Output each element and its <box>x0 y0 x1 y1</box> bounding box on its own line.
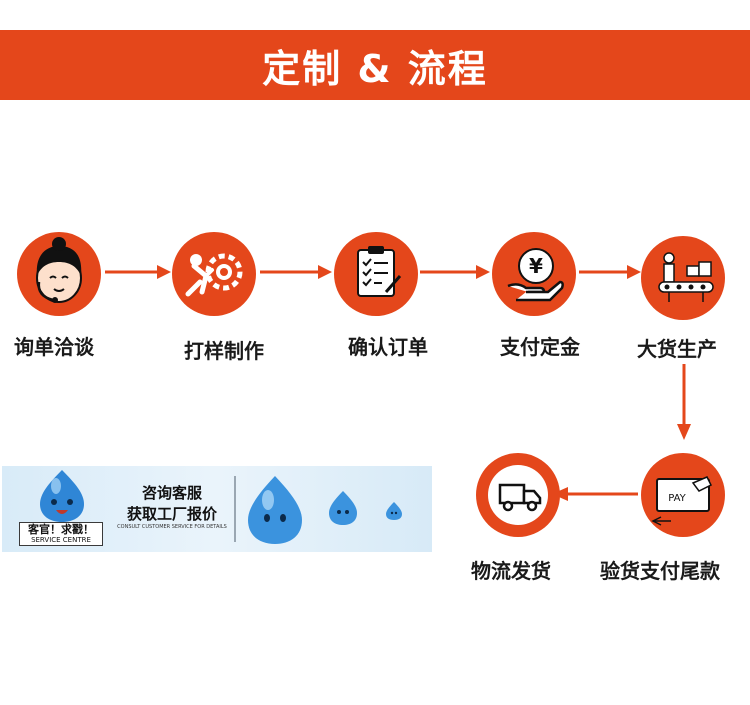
service-line-consult: 咨询客服 <box>141 484 202 502</box>
customer-service-banner[interactable]: 客官！求戳！ SERVICE CENTRE 咨询客服 获取工厂报价 CONSUL… <box>2 466 432 552</box>
service-line-english: CONSULT CUSTOMER SERVICE FOR DETAILS <box>117 524 227 530</box>
gear-push-icon <box>185 253 243 297</box>
flow-arrow-right-3 <box>420 265 490 279</box>
service-divider <box>234 476 236 542</box>
step-sample-label: 打样制作 <box>184 339 264 363</box>
step-shipping-label: 物流发货 <box>471 559 551 583</box>
clipboard-check-icon <box>357 246 402 297</box>
step-final-payment-label: 验货支付尾款 <box>600 559 720 583</box>
flow-arrow-right-1 <box>105 265 171 279</box>
step-shipping-circle <box>476 453 560 537</box>
svg-text:PAY: PAY <box>668 493 686 504</box>
step-consult-circle <box>17 232 101 316</box>
svg-text:¥: ¥ <box>529 254 543 278</box>
water-drop-medium-icon <box>329 491 357 525</box>
service-line-quote: 获取工厂报价 <box>126 505 217 523</box>
water-drop-mascot-icon <box>40 470 84 522</box>
pay-card-icon: PAY <box>651 476 713 526</box>
step-confirm-circle <box>334 232 418 316</box>
flow-arrow-down <box>677 364 691 440</box>
flow-arrow-right-2 <box>260 265 332 279</box>
step-confirm-label: 确认订单 <box>348 335 428 359</box>
flow-arrow-left <box>552 487 638 501</box>
delivery-truck-icon <box>488 465 548 525</box>
header-banner: 定制 & 流程 <box>0 30 750 100</box>
step-production-label: 大货生产 <box>637 337 717 361</box>
yen-hand-icon: ¥ <box>507 248 564 302</box>
headset-agent-icon <box>36 237 82 303</box>
service-tag: 客官！求戳！ SERVICE CENTRE <box>19 522 103 546</box>
step-final-payment-circle: PAY <box>641 453 725 537</box>
step-production-circle <box>641 236 725 320</box>
step-deposit-circle: ¥ <box>492 232 576 316</box>
page-title: 定制 & 流程 <box>262 46 488 91</box>
step-sample-circle <box>172 232 256 316</box>
step-deposit-label: 支付定金 <box>500 335 580 359</box>
conveyor-production-icon <box>658 252 714 302</box>
water-drop-small-icon <box>386 502 402 520</box>
water-drop-large-icon <box>248 476 302 544</box>
step-consult-label: 询单洽谈 <box>14 335 94 359</box>
flow-arrow-right-4 <box>579 265 641 279</box>
